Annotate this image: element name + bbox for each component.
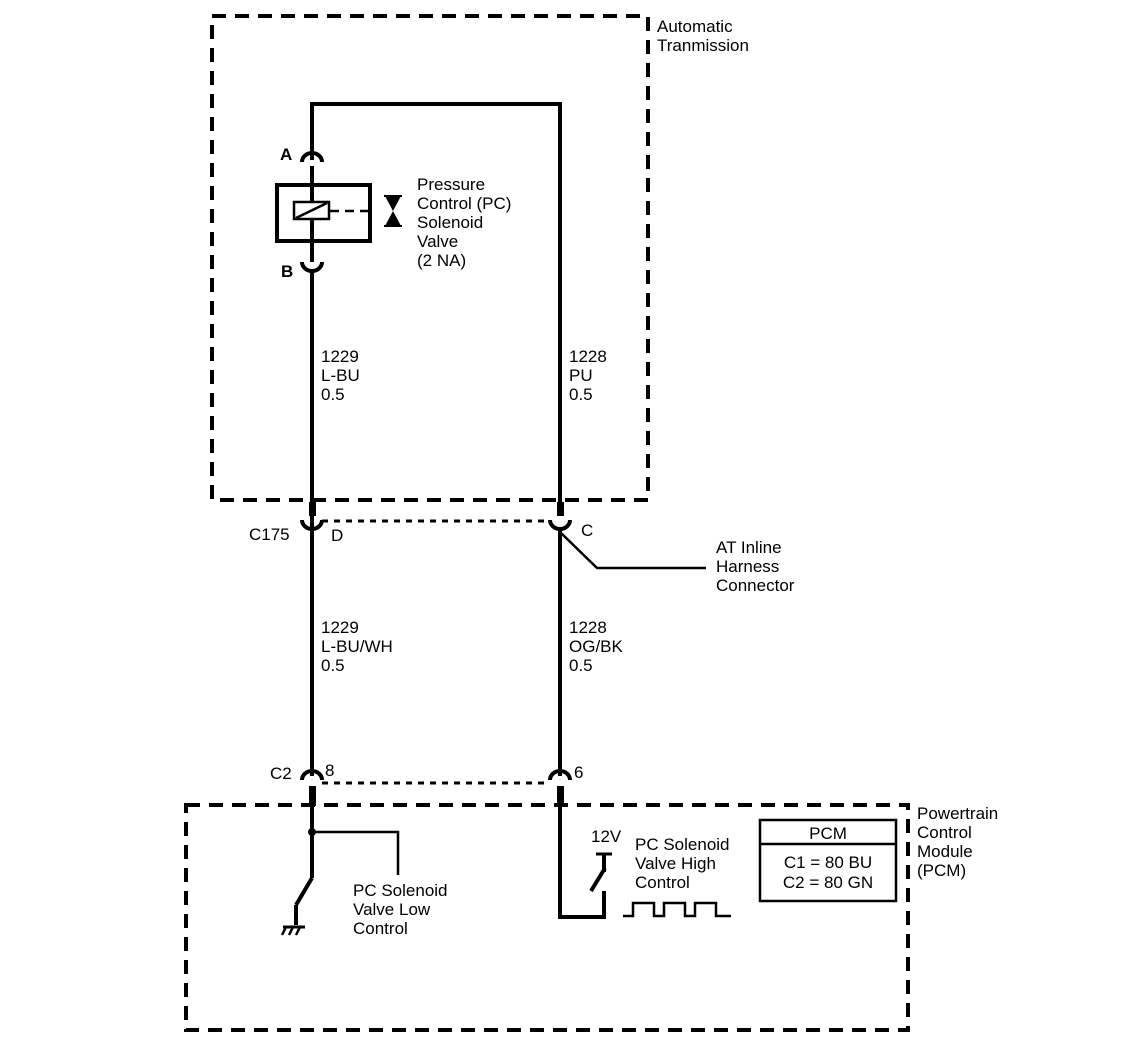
supply-voltage-label: 12V	[591, 827, 622, 846]
c175-left-terminal	[309, 502, 316, 516]
low-control-line	[312, 830, 400, 875]
pcm-box-title: PCM	[809, 824, 847, 843]
wire-1229-lower-label: 1229 L-BU/WH 0.5	[321, 618, 398, 675]
solenoid-label: Pressure Control (PC) Solenoid Valve (2 …	[417, 175, 516, 270]
wire-1228-lower-label: 1228 OG/BK 0.5	[569, 618, 628, 675]
pwm-waveform-icon	[623, 901, 731, 918]
low-driver-switch	[294, 876, 314, 907]
c2-name: C2	[270, 764, 292, 783]
c175-name: C175	[249, 525, 290, 544]
c2-right-terminal	[557, 786, 564, 806]
high-driver-wire	[558, 806, 606, 919]
low-control-label: PC Solenoid Valve Low Control	[353, 881, 452, 938]
wire-1229-upper-label: 1229 L-BU 0.5	[321, 347, 364, 404]
inline-connector-label: AT Inline Harness Connector	[716, 538, 795, 595]
valve-icon	[384, 195, 402, 227]
inline-connector-leader	[559, 531, 706, 570]
high-control-label: PC Solenoid Valve High Control	[635, 835, 734, 892]
transmission-boundary	[210, 14, 650, 502]
c175-right-terminal	[557, 502, 564, 516]
pin-b-label: B	[281, 262, 293, 281]
c175-pin-d: D	[331, 526, 343, 545]
pcm-label: Powertrain Control Module (PCM)	[917, 804, 1003, 880]
pcm-connector-box	[758, 818, 898, 903]
c175-right-cup	[548, 519, 572, 531]
solenoid-coil-diagonal	[295, 201, 328, 220]
c2-left-cup	[300, 769, 324, 781]
c175-pin-c: C	[581, 521, 593, 540]
ground-icon	[280, 925, 305, 936]
pcm-boundary	[184, 803, 910, 1032]
c2-pin-8: 8	[325, 761, 334, 780]
pin-b-connector	[300, 261, 324, 273]
c2-right-cup	[548, 769, 572, 781]
c2-left-terminal	[309, 786, 316, 806]
solenoid-housing	[275, 183, 372, 243]
top-loop-wire	[310, 102, 562, 508]
pin-a-label: A	[280, 145, 292, 164]
wire-1228-upper-label: 1228 PU 0.5	[569, 347, 612, 404]
pin-a-connector	[300, 151, 324, 163]
transmission-label: Automatic Tranmission	[657, 17, 749, 55]
c2-pin-6: 6	[574, 763, 583, 782]
pcm-box-c1: C1 = 80 BU	[784, 853, 872, 872]
pcm-box-c2: C2 = 80 GN	[783, 873, 873, 892]
